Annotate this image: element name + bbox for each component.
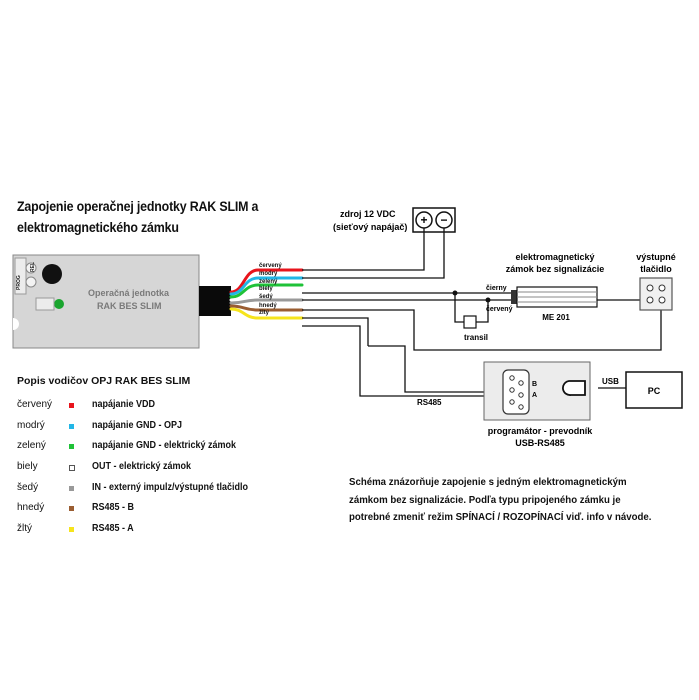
legend-wire-name: modrý [17, 419, 45, 431]
wire-2 [229, 283, 304, 299]
programmer-converter: B A programátor - prevodník USB-RS485 US… [483, 361, 619, 448]
programmer-label-line2: USB-RS485 [515, 438, 565, 448]
legend-wire-desc: napájanie VDD [92, 399, 156, 410]
cable-gland [199, 286, 231, 316]
connection-lines [302, 228, 662, 397]
operating-unit: PROG REL Operačná jednotka RAK BES SLIM [12, 254, 231, 349]
diagram-title: Zapojenie operačnej jednotky RAK SLIM a … [17, 196, 258, 238]
color-swatch [69, 506, 74, 512]
legend-wire-name: červený [17, 399, 53, 410]
legend-row: biely OUT - elektrický zámok [17, 461, 317, 482]
legend-row: hnedý RS485 - B [17, 502, 317, 523]
wire-6 [229, 307, 304, 320]
legend-wire-name: biely [17, 461, 38, 473]
lock-wire-red: červený [486, 306, 513, 313]
junction-dots [452, 290, 491, 303]
side-label-prog: PROG [16, 275, 22, 290]
side-label-rel: REL [30, 262, 36, 272]
buzzer [42, 264, 62, 284]
power-label-line1: zdroj 12 VDC [340, 209, 396, 219]
wire-label: biely [259, 286, 273, 292]
minus-sign: − [440, 213, 447, 227]
color-swatch [69, 423, 74, 429]
lock-label-line1: elektromagnetický [515, 252, 594, 262]
usb-port-icon [562, 380, 586, 396]
exit-button: výstupné tlačidlo [636, 252, 676, 311]
wire-label: žltý [259, 310, 270, 316]
legend-title: Popis vodičov OPJ RAK BES SLIM [17, 375, 191, 387]
lock-label-line2: zámok bez signalizácie [506, 264, 605, 274]
legend-row: červený napájanie VDD [17, 399, 317, 420]
lock-model: ME 201 [542, 313, 570, 322]
pc-label: PC [648, 386, 661, 396]
color-swatch [69, 444, 74, 450]
title-line-1: Zapojenie operačnej jednotky RAK SLIM a [17, 199, 259, 214]
power-label-line2: (sieťový napájač) [333, 222, 407, 232]
wire-label: zelený [259, 279, 278, 285]
usb-label: USB [602, 377, 619, 386]
power-supply: zdroj 12 VDC (sieťový napájač) + − [333, 207, 456, 233]
color-swatch [69, 485, 74, 491]
transil: transil [463, 315, 488, 342]
rs485-label: RS485 [417, 398, 442, 407]
programmer-label-line1: programátor - prevodník [488, 426, 594, 436]
wire-label: modrý [259, 271, 278, 277]
legend-wire-desc: RS485 - A [92, 523, 134, 535]
wire-0 [229, 268, 304, 294]
led-bottom [25, 276, 37, 288]
wire-5 [229, 304, 304, 312]
color-swatch [69, 465, 75, 472]
button-label-line1: výstupné [636, 252, 676, 262]
title-line-2: elektromagnetického zámku [17, 220, 179, 235]
legend-wire-name: šedý [17, 481, 39, 493]
button-label-line2: tlačidlo [640, 264, 672, 274]
unit-label-line2: RAK BES SLIM [97, 301, 162, 311]
wire-4 [229, 298, 304, 305]
wire-3 [229, 291, 304, 302]
wire-1 [229, 276, 304, 296]
legend-row: modrý napájanie GND - OPJ [17, 420, 317, 441]
wire-label: hnedý [259, 303, 277, 309]
legend-wire-name: žltý [17, 523, 32, 535]
legend-row: žltý RS485 - A [17, 523, 317, 544]
lock-wire-black: čierny [486, 285, 507, 292]
wire-label: červený [259, 263, 282, 269]
color-swatch [69, 403, 74, 408]
prog-rel-connector [14, 257, 27, 295]
wire-legend: červený napájanie VDD modrý napájanie GN… [17, 399, 317, 544]
legend-wire-desc: RS485 - B [92, 502, 135, 514]
status-led [54, 299, 64, 309]
unit-label-line1: Operačná jednotka [88, 288, 170, 298]
legend-wire-desc: OUT - elektrický zámok [92, 461, 192, 473]
pin-b-label: B [532, 381, 537, 388]
wire-label: šedý [259, 294, 273, 300]
color-swatch [69, 527, 74, 533]
legend-wire-name: zelený [17, 440, 46, 452]
led-top [25, 262, 37, 274]
legend-wire-desc: IN - externý impulz/výstupné tlačidlo [92, 481, 249, 493]
legend-wire-desc: napájanie GND - OPJ [92, 419, 183, 431]
pin-a-label: A [532, 392, 537, 399]
transil-label: transil [464, 333, 488, 342]
jumper [35, 297, 55, 311]
legend-row: zelený napájanie GND - elektrický zámok [17, 440, 317, 461]
plus-sign: + [420, 213, 427, 227]
rs485-connector [502, 369, 530, 415]
pc-box: PC [625, 371, 683, 409]
legend-wire-desc: napájanie GND - elektrický zámok [92, 440, 237, 452]
legend-row: šedý IN - externý impulz/výstupné tlačid… [17, 482, 317, 503]
legend-wire-name: hnedý [17, 502, 45, 514]
mount-notch [13, 318, 19, 330]
electromagnetic-lock: elektromagnetický zámok bez signalizácie… [486, 252, 604, 322]
explanatory-note: Schéma znázorňuje zapojenie s jedným ele… [349, 476, 652, 523]
